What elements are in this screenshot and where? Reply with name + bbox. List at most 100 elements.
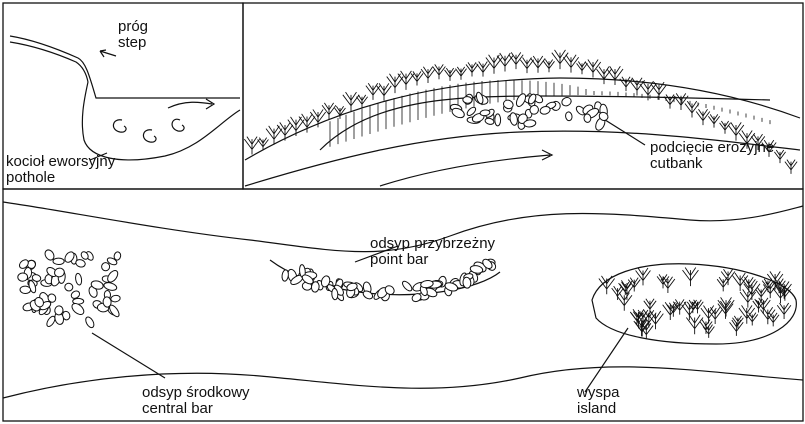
point-bar-label-pl: odsyp przybrzeżny: [370, 236, 495, 252]
central-bar-label-en: central bar: [142, 401, 250, 417]
shrub: [433, 64, 446, 79]
shrub: [696, 109, 710, 125]
boulder: [495, 114, 501, 126]
eddy-1: [113, 120, 126, 132]
panel-frames: [3, 3, 803, 421]
eddy-3: [172, 119, 184, 131]
shrub: [607, 66, 623, 85]
cutbank-label: podcięcie erozyjne cutbank: [650, 140, 774, 172]
pebble: [18, 273, 28, 282]
pebble: [75, 273, 83, 286]
shrub: [687, 300, 698, 313]
cutbank-label-pl: podcięcie erozyjne: [650, 140, 774, 156]
pothole-label-en: pothole: [6, 170, 115, 186]
pebble: [362, 289, 374, 300]
pebble: [281, 269, 289, 281]
shrub: [585, 59, 600, 77]
step-pointer-arrow: [100, 50, 116, 57]
central-bar-pointer: [92, 333, 165, 378]
flow-arrow-cutbank: [380, 150, 552, 186]
shrub: [732, 316, 743, 329]
boulder: [463, 96, 473, 103]
boulder: [565, 111, 573, 121]
shrub: [728, 122, 744, 140]
shrub: [732, 273, 747, 291]
shrub: [476, 61, 489, 76]
shrub: [421, 67, 435, 83]
shrub: [466, 62, 478, 76]
shrub: [619, 280, 636, 299]
shrub: [785, 160, 797, 174]
shrub: [674, 93, 688, 110]
pebble: [113, 251, 121, 260]
boulder: [584, 114, 592, 123]
shrub: [756, 288, 767, 301]
pebble: [103, 281, 118, 291]
shrub: [708, 114, 719, 127]
boulder: [560, 96, 572, 107]
cutbank-label-en: cutbank: [650, 156, 774, 172]
river-sketch: [3, 202, 803, 398]
shrub: [682, 268, 698, 287]
boulder: [475, 92, 484, 105]
pebble: [64, 282, 74, 292]
central-bar-pebbles: [18, 248, 122, 329]
shrub: [455, 67, 466, 80]
central-bar-label-pl: odsyp środkowy: [142, 385, 250, 401]
step-label: próg step: [118, 19, 148, 51]
shrub: [767, 313, 779, 327]
shrub: [552, 50, 568, 69]
shrub: [747, 313, 758, 326]
shrub: [720, 121, 731, 134]
panel-river-frame: [3, 189, 803, 421]
step-label-en: step: [118, 35, 148, 51]
boulder: [515, 92, 528, 108]
shrub: [753, 299, 765, 313]
shrub: [531, 56, 545, 73]
shrub: [411, 71, 423, 85]
pebble: [102, 263, 110, 271]
shrub: [774, 150, 785, 163]
pebble: [331, 288, 338, 300]
eddy-2: [143, 130, 156, 142]
pebble: [70, 301, 86, 316]
pebble: [53, 258, 64, 265]
point-bar-label-en: point bar: [370, 252, 495, 268]
pebble: [401, 280, 414, 293]
cutbank-hatching: [330, 80, 770, 147]
shrub: [657, 274, 669, 288]
pothole-label: kocioł eworsyjny pothole: [6, 154, 115, 186]
shrub: [322, 103, 336, 119]
shrub: [685, 101, 699, 117]
shrub: [387, 74, 404, 93]
shrub: [497, 53, 513, 72]
step-label-pl: próg: [118, 19, 148, 35]
island-label-pl: wyspa: [577, 385, 620, 401]
shrub: [612, 286, 624, 300]
pothole-label-pl: kocioł eworsyjny: [6, 154, 115, 170]
shrub: [445, 68, 456, 81]
shrub: [617, 293, 632, 311]
step-pothole-sketch: [10, 36, 240, 160]
shrub: [620, 77, 632, 91]
pebble: [110, 295, 120, 303]
island-label: wyspa island: [577, 385, 620, 417]
shrub: [644, 299, 656, 313]
boulder: [480, 109, 490, 116]
shrub: [777, 303, 791, 319]
shrub: [686, 315, 703, 334]
shrub: [486, 55, 502, 74]
island-label-en: island: [577, 401, 620, 417]
shrub: [673, 299, 686, 314]
step-profile: [10, 42, 88, 82]
shrub: [544, 59, 555, 72]
shrub: [597, 67, 612, 84]
flow-arrow-pothole: [168, 99, 214, 109]
central-bar-label: odsyp środkowy central bar: [142, 385, 250, 417]
pothole-bowl: [82, 82, 240, 160]
island-pointer: [585, 328, 628, 392]
river-lower-bank: [3, 367, 803, 398]
point-bar-label: odsyp przybrzeżny point bar: [370, 236, 495, 268]
